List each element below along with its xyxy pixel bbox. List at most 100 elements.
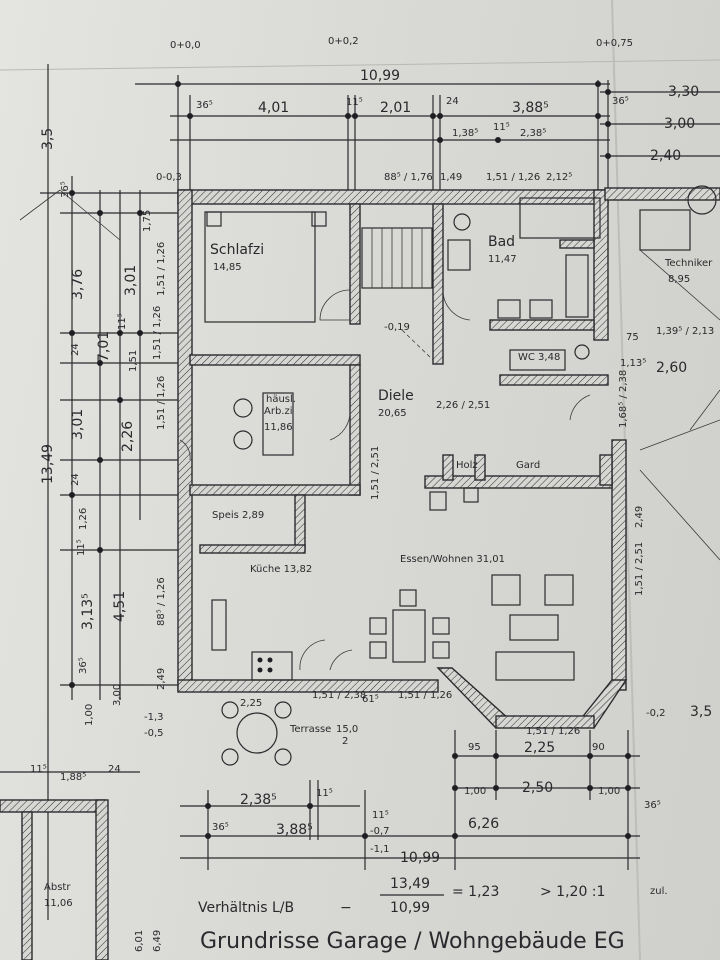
level-mark-5: -0,5 <box>144 728 164 739</box>
opening-16: 2,49 <box>634 506 645 528</box>
top-dim-3: 11⁵ <box>346 97 363 108</box>
room-arbzi-name: häusl. <box>266 394 296 405</box>
sofa <box>495 651 575 681</box>
level-mark-4: 0-0,3 <box>156 172 182 183</box>
bottom-dim-d: 3,88⁵ <box>276 822 313 838</box>
top-dimension-lines <box>135 75 720 190</box>
opening-4: 2,12⁵ <box>546 172 572 183</box>
opening-10: 61⁵ <box>362 694 379 705</box>
left-dimension-lines <box>19 64 190 920</box>
left-dim-s: 1,88⁵ <box>60 772 86 783</box>
opening-11: 1,51 / 1,26 <box>398 690 452 701</box>
left-dim-e: 7,01 <box>96 331 112 362</box>
top-dim-2: 4,01 <box>258 100 289 116</box>
room-arbzi-name2: Arb.zi <box>264 406 293 417</box>
ratio-denominator: 10,99 <box>390 900 430 916</box>
opening-23: 6,49 <box>152 930 163 952</box>
room-bad-area: 11,47 <box>488 254 517 265</box>
opening-12: 1,51 / 1,26 <box>526 726 580 737</box>
left-dim-h: 1,51 <box>128 350 139 372</box>
room-kueche-name: Küche 13,82 <box>250 564 312 575</box>
level-mark-7: -0,2 <box>646 708 666 719</box>
stove-fireplace <box>463 487 479 503</box>
room-abstr-name: Abstr <box>44 882 71 893</box>
top-dim-9: 11⁵ <box>493 122 510 133</box>
label-holz: Holz <box>456 460 478 471</box>
top-dim-7: 36⁵ <box>612 96 629 107</box>
opening-21: 3,5 <box>690 704 712 720</box>
bottom-dim-j: 1,00 <box>464 786 486 797</box>
bottom-dim-k: 2,50 <box>522 780 553 796</box>
opening-5: 1,51 / 1,26 <box>156 242 167 296</box>
bathtub <box>519 197 601 239</box>
opening-20: 1,68⁵ / 2,38 <box>618 370 629 428</box>
left-dim-g: 11⁵ <box>117 313 128 330</box>
opening-8: 1,51 / 2,51 <box>370 446 381 500</box>
opening-18: 1,75 <box>142 210 153 232</box>
room-terrasse-area: 15,0 <box>336 724 358 735</box>
dining-table <box>392 609 426 663</box>
washbasin-1 <box>497 299 521 319</box>
left-overall-dim: 13,49 <box>40 444 56 484</box>
terrace-table <box>236 712 278 754</box>
inner-walls <box>189 203 613 554</box>
bottom-dimension-lines <box>0 730 640 870</box>
ratio-note: zul. <box>650 886 668 897</box>
left-dim-l: 1,26 <box>78 508 89 530</box>
ratio-result: = 1,23 <box>452 884 499 900</box>
room-labels: Schlafzi 14,85 Bad 11,47 Techniker 8,95 … <box>44 234 713 909</box>
left-dim-p: 36⁵ <box>78 657 89 674</box>
left-dim-labels: 3,5 36⁵ 3,76 3,01 7,01 24 11⁵ 1,51 3,01 … <box>30 128 164 783</box>
opening-14: 1,51 / 2,51 <box>634 542 645 596</box>
opening-26: 75 <box>626 332 639 343</box>
top-dim-10: 2,38⁵ <box>520 128 546 139</box>
room-techniker-name: Techniker <box>664 258 713 269</box>
left-dim-f: 24 <box>70 343 81 356</box>
ratio-numerator: 13,49 <box>390 876 430 892</box>
bottom-dim-f: 6,26 <box>468 816 499 832</box>
level-mark-3: 0+0,75 <box>596 38 633 49</box>
bottom-dim-h: 2,25 <box>524 740 555 756</box>
room-arbzi-area: 11,86 <box>264 422 293 433</box>
stairs <box>361 227 434 361</box>
bottom-dim-m: 36⁵ <box>644 800 661 811</box>
opening-15: 88⁵ / 1,26 <box>156 577 167 626</box>
left-dim-b: 36⁵ <box>60 181 71 198</box>
opening-7: 2,26 / 2,51 <box>436 400 490 411</box>
opening-24: 2,25 <box>240 698 262 709</box>
top-overall-dim: 10,99 <box>360 68 400 84</box>
toilet <box>453 213 471 231</box>
room-essen-name: Essen/Wohnen 31,01 <box>400 554 505 565</box>
technik-room <box>639 185 720 561</box>
level-mark-9: -1,1 <box>370 844 390 855</box>
room-techniker-area: 8,95 <box>668 274 690 285</box>
room-schlafzi-area: 14,85 <box>213 262 242 273</box>
left-dim-d: 3,01 <box>123 265 139 296</box>
bottom-dim-c: 36⁵ <box>212 822 229 833</box>
left-dim-r: 3,00 <box>112 684 123 706</box>
right-dim-1: 3,30 <box>668 84 699 100</box>
ratio-label: Verhältnis L/B <box>198 900 294 916</box>
stove <box>251 651 293 681</box>
svg-text:−: − <box>340 900 352 916</box>
opening-3: 1,51 / 1,26 <box>486 172 540 183</box>
furniture <box>204 197 601 766</box>
top-dim-4: 2,01 <box>380 100 411 116</box>
bottom-overall-dim: 10,99 <box>400 850 440 866</box>
top-dim-6: 3,88⁵ <box>512 100 549 116</box>
opening-22: 6,01 <box>134 930 145 952</box>
level-mark-10: -0,19 <box>384 322 410 333</box>
washbasin-2 <box>529 299 553 319</box>
left-dim-k: 24 <box>70 473 81 486</box>
bottom-dim-e: 11⁵ <box>372 810 389 821</box>
room-diele-name: Diele <box>378 388 414 404</box>
label-gard: Gard <box>516 460 540 471</box>
outer-walls <box>177 187 720 729</box>
left-dim-t: 24 <box>108 764 121 775</box>
bed <box>204 211 316 323</box>
room-terrasse-sub: 2 <box>342 736 348 747</box>
top-dim-5: 24 <box>446 96 459 107</box>
right-dim-2: 3,00 <box>664 116 695 132</box>
opening-25: 1,39⁵ / 2,13 <box>656 326 714 337</box>
room-diele-area: 20,65 <box>378 408 407 419</box>
